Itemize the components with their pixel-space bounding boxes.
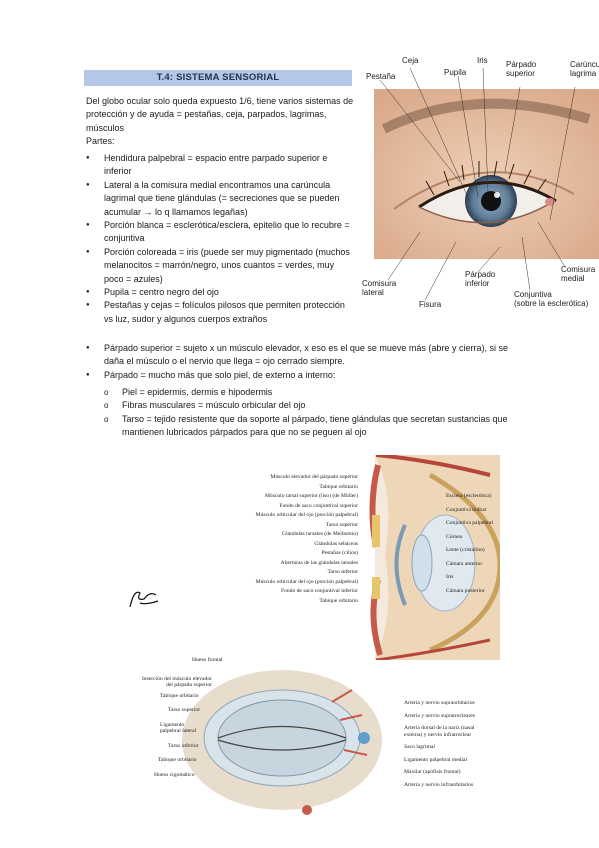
artist-signature	[129, 591, 159, 608]
intro-text: Del globo ocular solo queda expuesto 1/6…	[86, 95, 356, 149]
list-item: Párpado superior = sujeto x un músculo e…	[86, 342, 526, 369]
eyelid-front-illustration	[182, 670, 382, 815]
list-item: Lateral a la comisura medial encontramos…	[86, 179, 356, 219]
front-label-right: Arteria y nervio supraorbitarios Arteria…	[404, 700, 475, 788]
section-label-right: Esclera (esclerótica) Conjuntiva bulbar …	[446, 493, 494, 594]
list-item: Hendidura palpebral = espacio entre parp…	[86, 152, 356, 179]
label-pestana: Pestaña	[366, 72, 396, 81]
label-ceja: Ceja	[402, 56, 419, 65]
bullet-list-wide: Párpado superior = sujeto x un músculo e…	[86, 342, 526, 383]
list-item: Párpado = mucho más que solo piel, de ex…	[86, 369, 526, 383]
label-parpado-inferior: Párpado inferior	[465, 270, 496, 288]
label-pupila: Pupila	[444, 68, 467, 77]
list-item: Pestañas y cejas = folículos pilosos que…	[86, 299, 356, 326]
sub-bullet-list: Piel = epidermis, dermis e hipodermis Fi…	[104, 386, 524, 440]
list-item: Porción coloreada = iris (puede ser muy …	[86, 246, 356, 286]
list-item: Porción blanca = esclerótica/esclera, ep…	[86, 219, 356, 246]
label-iris: Iris	[477, 56, 488, 65]
label-comisura-medial: Comisura medial	[561, 265, 596, 283]
eyelid-section-illustration	[369, 455, 500, 660]
label-fisura: Fisura	[419, 300, 442, 309]
intro-paragraph: Del globo ocular solo queda expuesto 1/6…	[86, 96, 354, 133]
label-comisura-lateral: Comisura lateral	[362, 279, 397, 297]
sub-list-item: Fibras musculares = músculo orbicular de…	[104, 399, 524, 413]
eye-photo	[374, 89, 599, 259]
sub-list-item: Tarso = tejido resistente que da soporte…	[104, 413, 524, 440]
section-title: T.4: SISTEMA SENSORIAL	[84, 70, 352, 86]
bullet-list-narrow: Hendidura palpebral = espacio entre parp…	[86, 152, 356, 326]
front-label-left: Hueso frontal Inserción del músculo elev…	[141, 657, 223, 778]
label-parpado-superior: Párpado superior	[506, 60, 537, 78]
sub-list-item: Piel = epidermis, dermis e hipodermis	[104, 386, 524, 400]
partes-label: Partes:	[86, 136, 115, 147]
list-item: Pupila = centro negro del ojo	[86, 286, 356, 300]
section-label-left: Músculo elevador del párpado superior Ta…	[255, 474, 358, 604]
label-caruncula: Carúncu lagrima	[570, 60, 599, 78]
label-conjuntiva: Conjuntiva (sobre la esclerótica)	[514, 290, 589, 308]
